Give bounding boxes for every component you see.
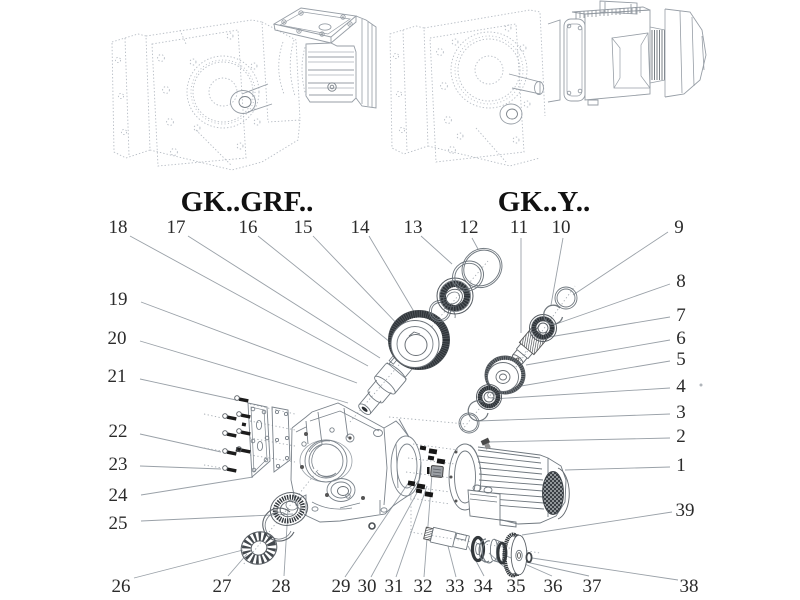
svg-text:21: 21 — [108, 366, 127, 387]
svg-text:22: 22 — [109, 421, 128, 442]
svg-text:24: 24 — [109, 485, 129, 506]
svg-text:9: 9 — [674, 217, 684, 238]
svg-text:18: 18 — [109, 217, 128, 238]
svg-text:33: 33 — [446, 576, 465, 597]
svg-text:3: 3 — [676, 402, 686, 423]
svg-text:38: 38 — [680, 576, 699, 597]
svg-text:12: 12 — [460, 217, 479, 238]
svg-text:26: 26 — [112, 576, 131, 597]
svg-text:35: 35 — [507, 576, 526, 597]
svg-text:25: 25 — [109, 513, 128, 534]
svg-text:8: 8 — [676, 271, 686, 292]
svg-text:11: 11 — [510, 217, 528, 238]
svg-text:31: 31 — [385, 576, 404, 597]
svg-text:39: 39 — [676, 500, 695, 521]
svg-text:15: 15 — [294, 217, 313, 238]
svg-text:29: 29 — [332, 576, 351, 597]
svg-text:37: 37 — [583, 576, 602, 597]
svg-text:5: 5 — [676, 349, 686, 370]
svg-text:32: 32 — [414, 576, 433, 597]
svg-text:GK..Y..: GK..Y.. — [498, 186, 590, 218]
svg-text:19: 19 — [109, 289, 128, 310]
svg-text:6: 6 — [676, 328, 686, 349]
svg-text:34: 34 — [474, 576, 494, 597]
svg-text:36: 36 — [544, 576, 563, 597]
svg-text:28: 28 — [272, 576, 291, 597]
svg-text:13: 13 — [404, 217, 423, 238]
svg-text:27: 27 — [213, 576, 232, 597]
svg-text:20: 20 — [108, 328, 127, 349]
svg-text:10: 10 — [552, 217, 571, 238]
svg-text:7: 7 — [676, 305, 686, 326]
svg-text:1: 1 — [676, 455, 686, 476]
svg-text:17: 17 — [167, 217, 186, 238]
svg-text:30: 30 — [358, 576, 377, 597]
svg-text:16: 16 — [239, 217, 258, 238]
svg-text:GK..GRF..: GK..GRF.. — [181, 186, 314, 218]
svg-text:14: 14 — [351, 217, 371, 238]
svg-text:2: 2 — [676, 426, 686, 447]
svg-text:4: 4 — [676, 376, 686, 397]
svg-text:23: 23 — [109, 454, 128, 475]
